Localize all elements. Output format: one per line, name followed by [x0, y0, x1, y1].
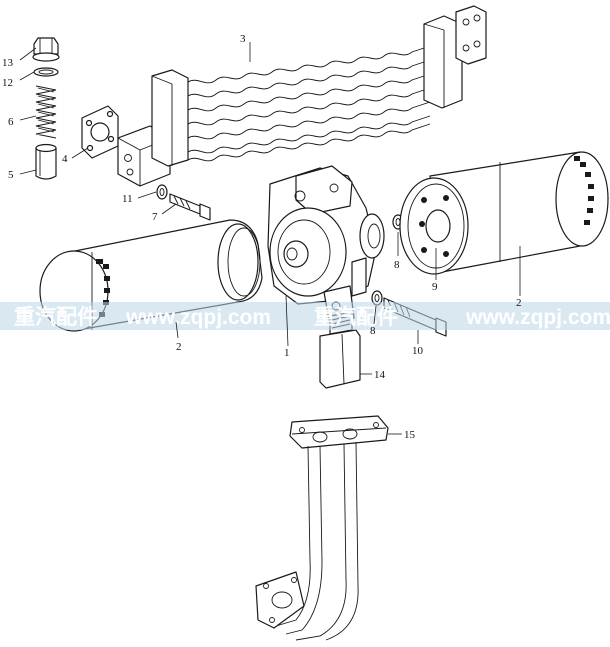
callout-6: 6 [8, 116, 14, 128]
watermark-url-left: www.zqpj.com [125, 306, 271, 329]
callout-5: 5 [8, 169, 14, 181]
part-4-gasket [81, 105, 119, 159]
part-15-oil-pipe [255, 415, 389, 641]
callout-13: 13 [2, 57, 14, 69]
part-7-bolt [169, 193, 211, 221]
part-11-washer [156, 184, 168, 200]
watermark-text-left: 重汽配件 [14, 305, 98, 329]
callout-11: 11 [122, 193, 133, 205]
part-2-oil-filter-right [399, 151, 609, 275]
part-13-plug [32, 37, 60, 62]
watermark-band [0, 302, 610, 330]
callout-3: 3 [240, 33, 246, 45]
leader-lines [19, 42, 521, 435]
callout-7: 7 [152, 211, 158, 223]
callout-2-right: 2 [516, 297, 522, 309]
part-3-oil-cooler [117, 5, 487, 187]
callout-9: 9 [432, 281, 438, 293]
callout-10: 10 [412, 345, 424, 357]
part-5-plunger [35, 143, 57, 180]
callout-2-left: 2 [176, 341, 182, 353]
watermark-url-right: www.zqpj.com [465, 306, 610, 329]
callout-15: 15 [404, 429, 416, 441]
watermark-text-middle: 重汽配件 [314, 305, 398, 329]
callout-1: 1 [284, 347, 290, 359]
callout-14: 14 [374, 369, 386, 381]
callout-4: 4 [62, 153, 68, 165]
part-12-washer [33, 67, 59, 77]
callout-8-upper: 8 [394, 259, 400, 271]
part-6-spring [35, 85, 57, 139]
callout-8-lower: 8 [370, 325, 376, 337]
callout-12: 12 [2, 77, 13, 89]
